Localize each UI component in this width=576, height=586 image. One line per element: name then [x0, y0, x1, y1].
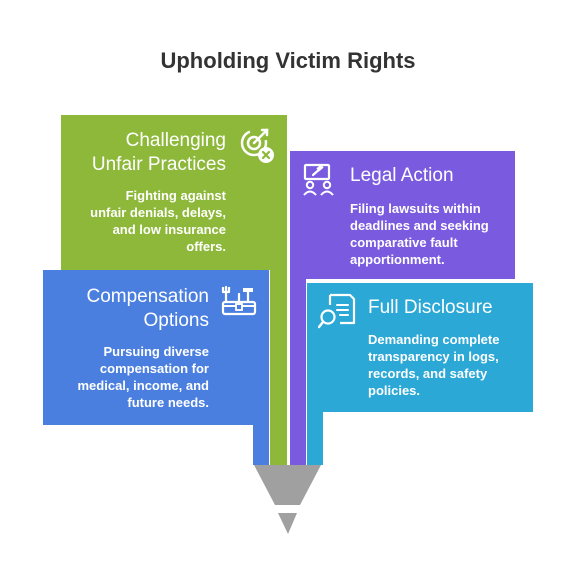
challenging-desc-line2: unfair denials, delays,	[90, 205, 226, 220]
document-search-icon	[318, 293, 356, 329]
funnel-top	[254, 465, 321, 505]
disclosure-desc-line1: Demanding complete	[368, 332, 500, 347]
compensation-description: Pursuing diverse compensation for medica…	[52, 343, 210, 411]
challenging-stem	[270, 115, 287, 465]
funnel-bottom	[278, 513, 297, 534]
challenging-heading-line2: Unfair Practices	[91, 154, 226, 175]
legal-stem	[290, 151, 306, 465]
challenging-description: Fighting against unfair denials, delays,…	[70, 187, 226, 255]
compensation-heading-line2: Options	[143, 310, 209, 331]
disclosure-heading: Full Disclosure	[368, 297, 493, 318]
compensation-desc-line3: medical, income, and	[77, 378, 210, 393]
legal-desc-line3: comparative fault	[350, 235, 458, 250]
challenging-desc-line3: and low insurance	[112, 222, 226, 237]
legal-desc-line1: Filing lawsuits within	[350, 201, 481, 216]
compensation-heading-line1: Compensation	[86, 286, 209, 307]
challenging-heading-line1: Challenging	[125, 130, 226, 151]
disclosure-description: Demanding complete transparency in logs,…	[368, 331, 528, 399]
legal-heading: Legal Action	[350, 165, 454, 186]
disclosure-desc-line2: transparency in logs,	[368, 349, 499, 364]
legal-desc-line2: deadlines and seeking	[350, 218, 489, 233]
disclosure-stem	[307, 283, 323, 465]
compensation-panel	[43, 270, 269, 425]
challenging-desc-line4: offers.	[186, 239, 226, 254]
compensation-heading: Compensation Options	[52, 285, 209, 333]
target-x-icon	[240, 128, 274, 163]
toolbox-icon	[221, 285, 257, 316]
disclosure-desc-line3: records, and safety	[368, 366, 488, 381]
disclosure-desc-line4: policies.	[368, 383, 421, 398]
compensation-desc-line1: Pursuing diverse	[103, 344, 209, 359]
compensation-desc-line2: compensation for	[99, 361, 209, 376]
diagram-title: Upholding Victim Rights	[160, 48, 416, 73]
courtroom-icon	[303, 163, 334, 196]
challenging-desc-line1: Fighting against	[125, 188, 226, 203]
legal-description: Filing lawsuits within deadlines and see…	[350, 200, 510, 268]
legal-desc-line4: apportionment.	[350, 252, 445, 267]
compensation-desc-line4: future needs.	[127, 395, 209, 410]
challenging-heading: Challenging Unfair Practices	[70, 129, 226, 177]
compensation-stem	[253, 270, 269, 465]
legal-panel	[290, 151, 515, 279]
